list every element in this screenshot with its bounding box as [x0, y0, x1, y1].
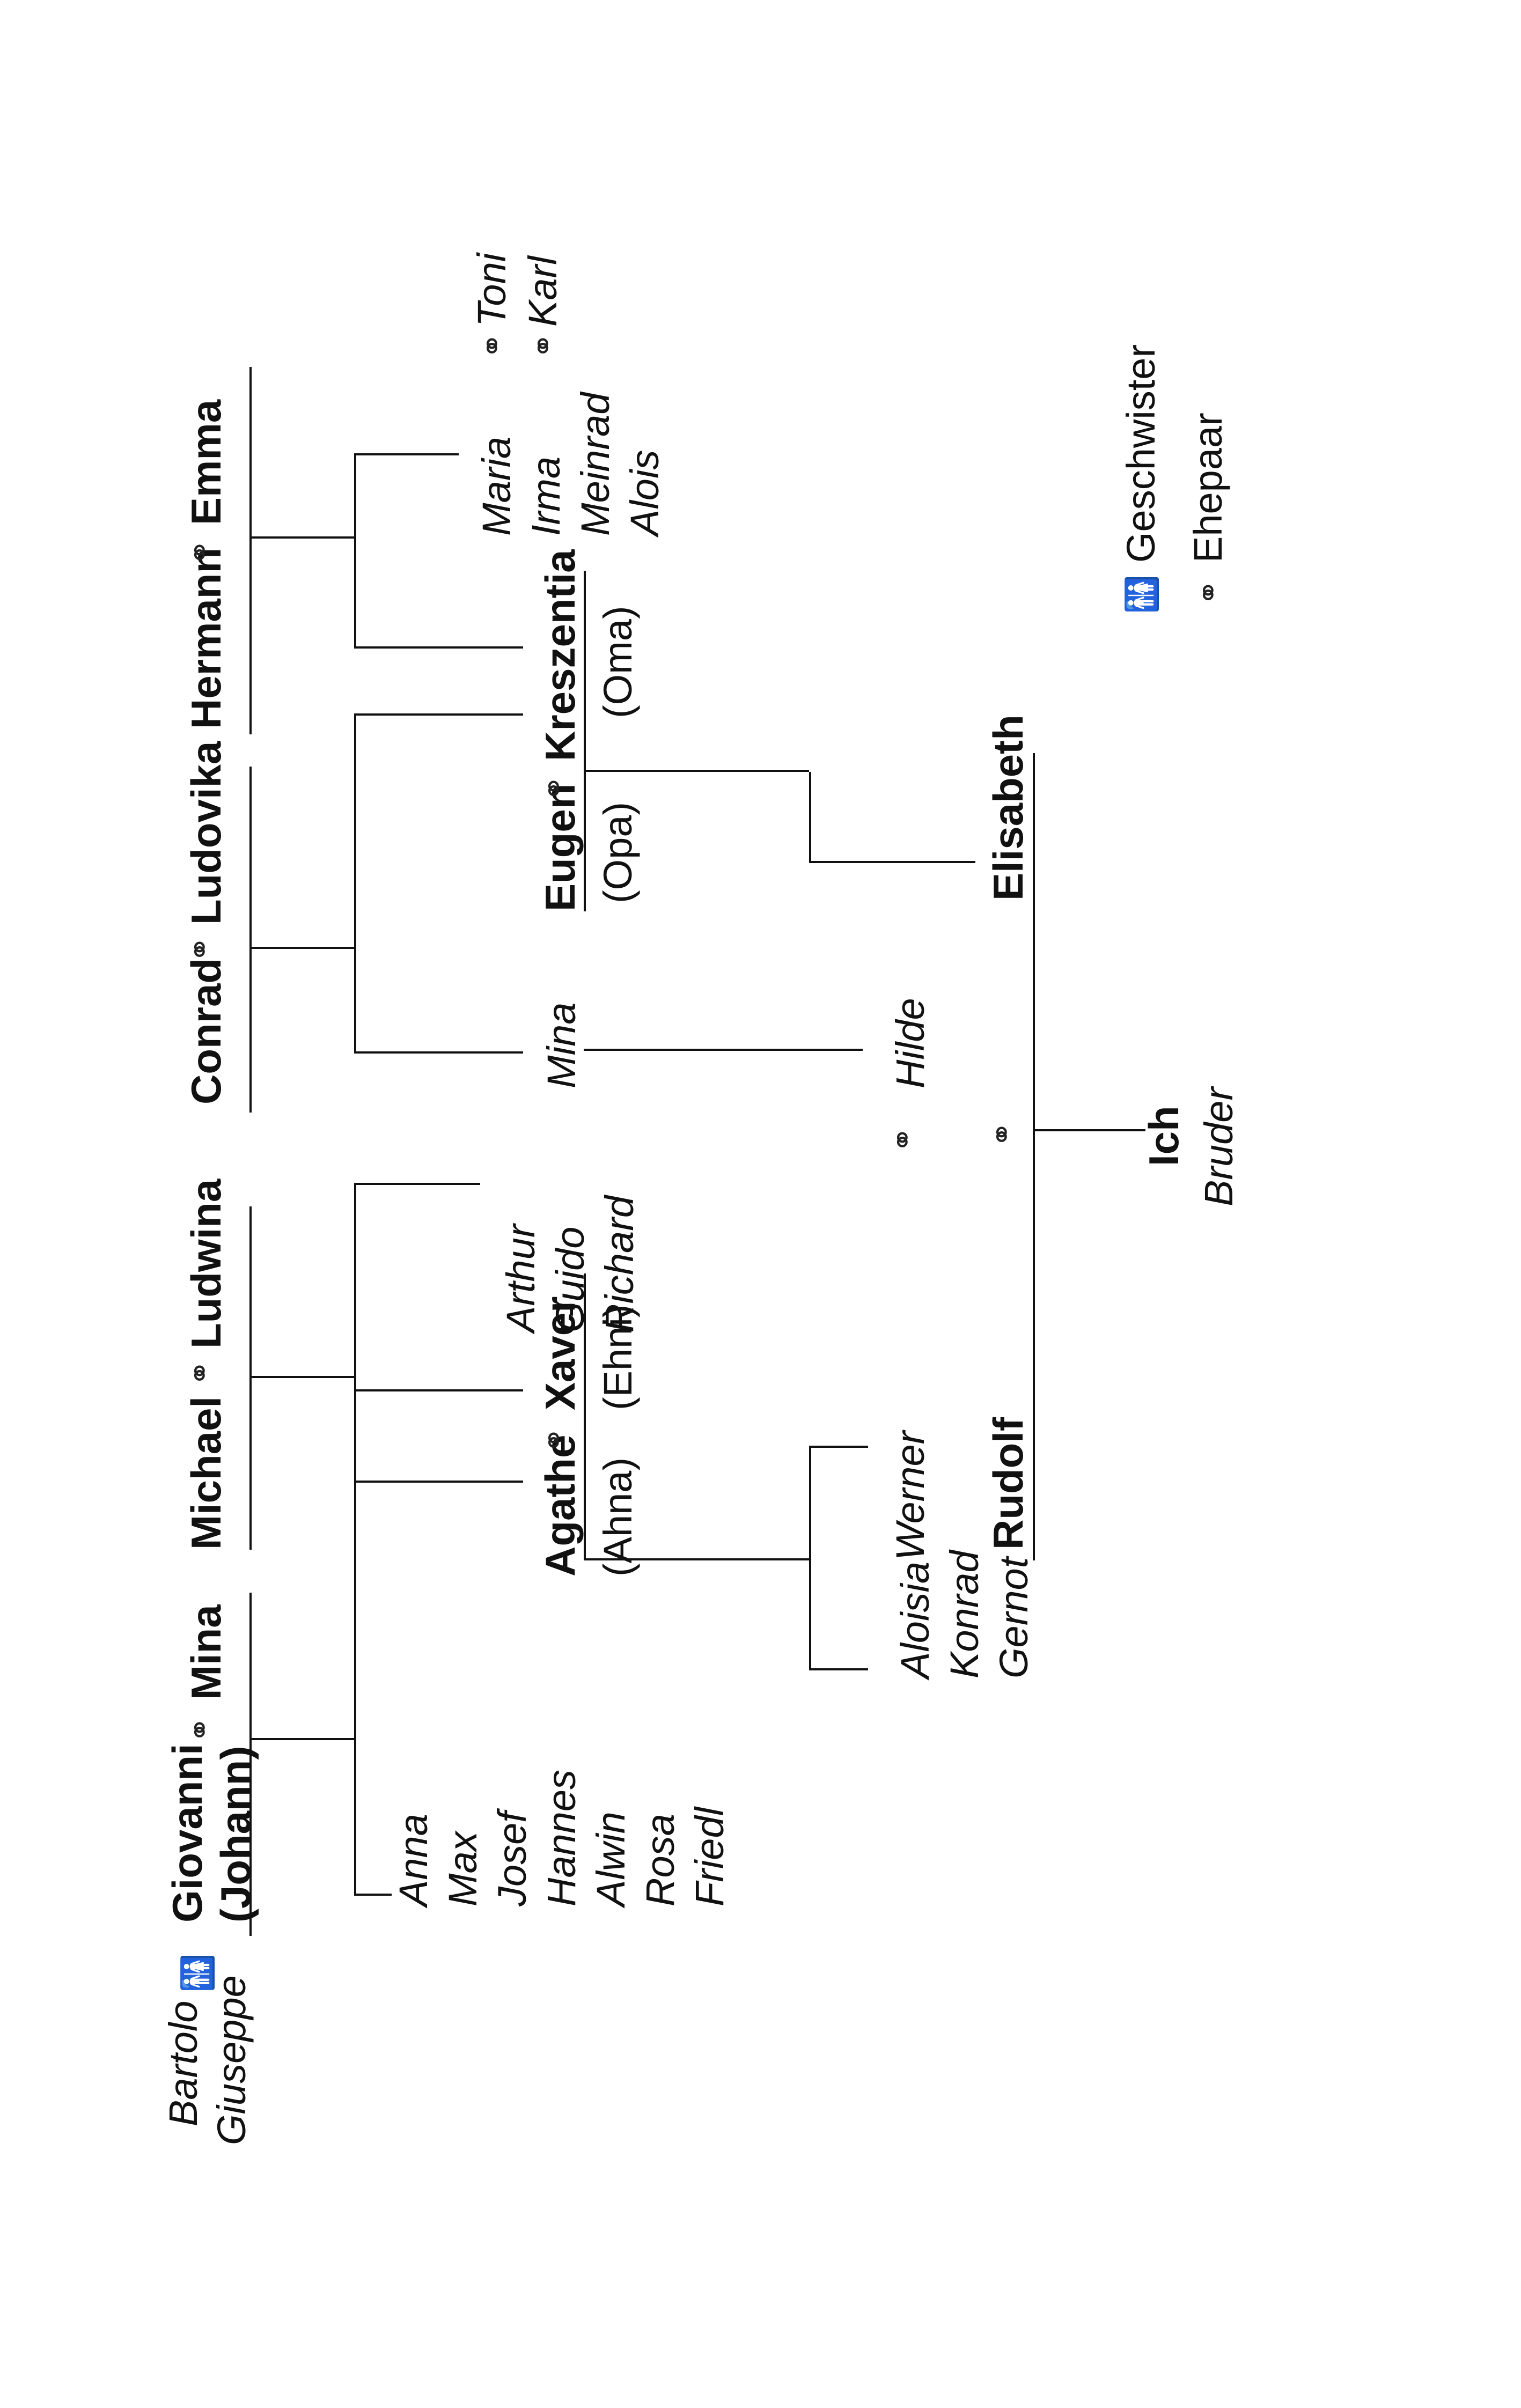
person-mina-gen2: Mina: [539, 1002, 584, 1088]
married-icon: ⚭: [183, 539, 218, 565]
sibling-name: Rosa: [638, 1814, 682, 1906]
person-kreszentia: Kreszentia: [537, 549, 584, 762]
married-icon: ⚭: [183, 1360, 218, 1386]
person-giuseppe: Giuseppe: [209, 1975, 254, 2145]
sibling-name: Alwin: [589, 1811, 633, 1906]
sibling-name: Guido: [548, 1226, 592, 1332]
sibling-name: Arthur: [498, 1224, 543, 1332]
sibling-name: Friedl: [687, 1807, 732, 1906]
person-ludwina: Ludwina: [182, 1179, 230, 1349]
person-hilde: Hilde: [888, 998, 932, 1088]
person-conrad: Conrad: [182, 958, 230, 1104]
nickname-opa: (Opa): [596, 801, 640, 903]
person-agathe: Agathe: [537, 1434, 584, 1577]
sibling-name: Meinrad: [573, 392, 618, 536]
legend-married: Ehepaar: [1186, 413, 1230, 563]
married-icon: ⚭: [183, 1717, 218, 1743]
sibling-name: Alois: [622, 450, 667, 536]
sibling-list-michael: Arthur Guido Richard: [496, 1196, 644, 1332]
married-icon: ⚭: [526, 333, 561, 359]
sibling-name: Irma: [524, 456, 568, 536]
married-icon: ⚭: [537, 775, 572, 801]
sibling-list-giovanni: Anna Max Josef Hannes Alwin Rosa Friedl: [389, 1770, 734, 1906]
nickname-oma: (Oma): [596, 606, 640, 718]
sibling-name: Anna: [391, 1814, 436, 1906]
person-hermann: Hermann: [182, 547, 230, 729]
person-emma: Emma: [182, 399, 230, 525]
married-icon: ⚭: [1192, 579, 1226, 606]
person-giovanni: Giovanni: [164, 1743, 211, 1923]
person-eugen: Eugen: [537, 783, 584, 911]
sibling-name: Josef: [490, 1811, 534, 1906]
sibling-name: Hannes: [539, 1769, 584, 1906]
sibling-list-hermann: Maria Irma Meinrad Alois: [472, 393, 670, 536]
married-icon: ⚭: [886, 1126, 921, 1153]
person-ich: Ich: [1140, 1106, 1187, 1166]
sibling-list-agathe: Aloisia Konrad Gernot: [891, 1550, 1039, 1678]
siblings-icon: 🚻: [1125, 575, 1159, 614]
married-icon: ⚭: [475, 333, 510, 359]
siblings-icon: 🚻: [180, 1953, 215, 1992]
person-bruder: Bruder: [1196, 1087, 1241, 1206]
person-werner: Werner: [888, 1431, 932, 1560]
sibling-name: Max: [440, 1831, 485, 1906]
person-ludovika: Ludovika: [182, 741, 230, 925]
person-michael: Michael: [182, 1396, 230, 1550]
married-icon: ⚭: [537, 1427, 572, 1453]
sibling-name: Maria: [474, 436, 519, 536]
legend-siblings: Geschwister: [1119, 344, 1163, 563]
sibling-name: Gernot: [991, 1557, 1036, 1678]
person-elisabeth: Elisabeth: [984, 715, 1032, 901]
person-rudolf: Rudolf: [984, 1417, 1032, 1550]
person-bartolo: Bartolo: [161, 2000, 205, 2126]
person-karl: Karl: [520, 256, 565, 327]
person-toni: Toni: [469, 253, 514, 327]
sibling-name: Richard: [597, 1196, 642, 1332]
sibling-name: Konrad: [942, 1550, 987, 1678]
married-icon: ⚭: [985, 1121, 1020, 1147]
person-mina-gen1: Mina: [182, 1604, 230, 1700]
sibling-name: Aloisia: [893, 1562, 937, 1678]
married-icon: ⚭: [183, 936, 218, 962]
